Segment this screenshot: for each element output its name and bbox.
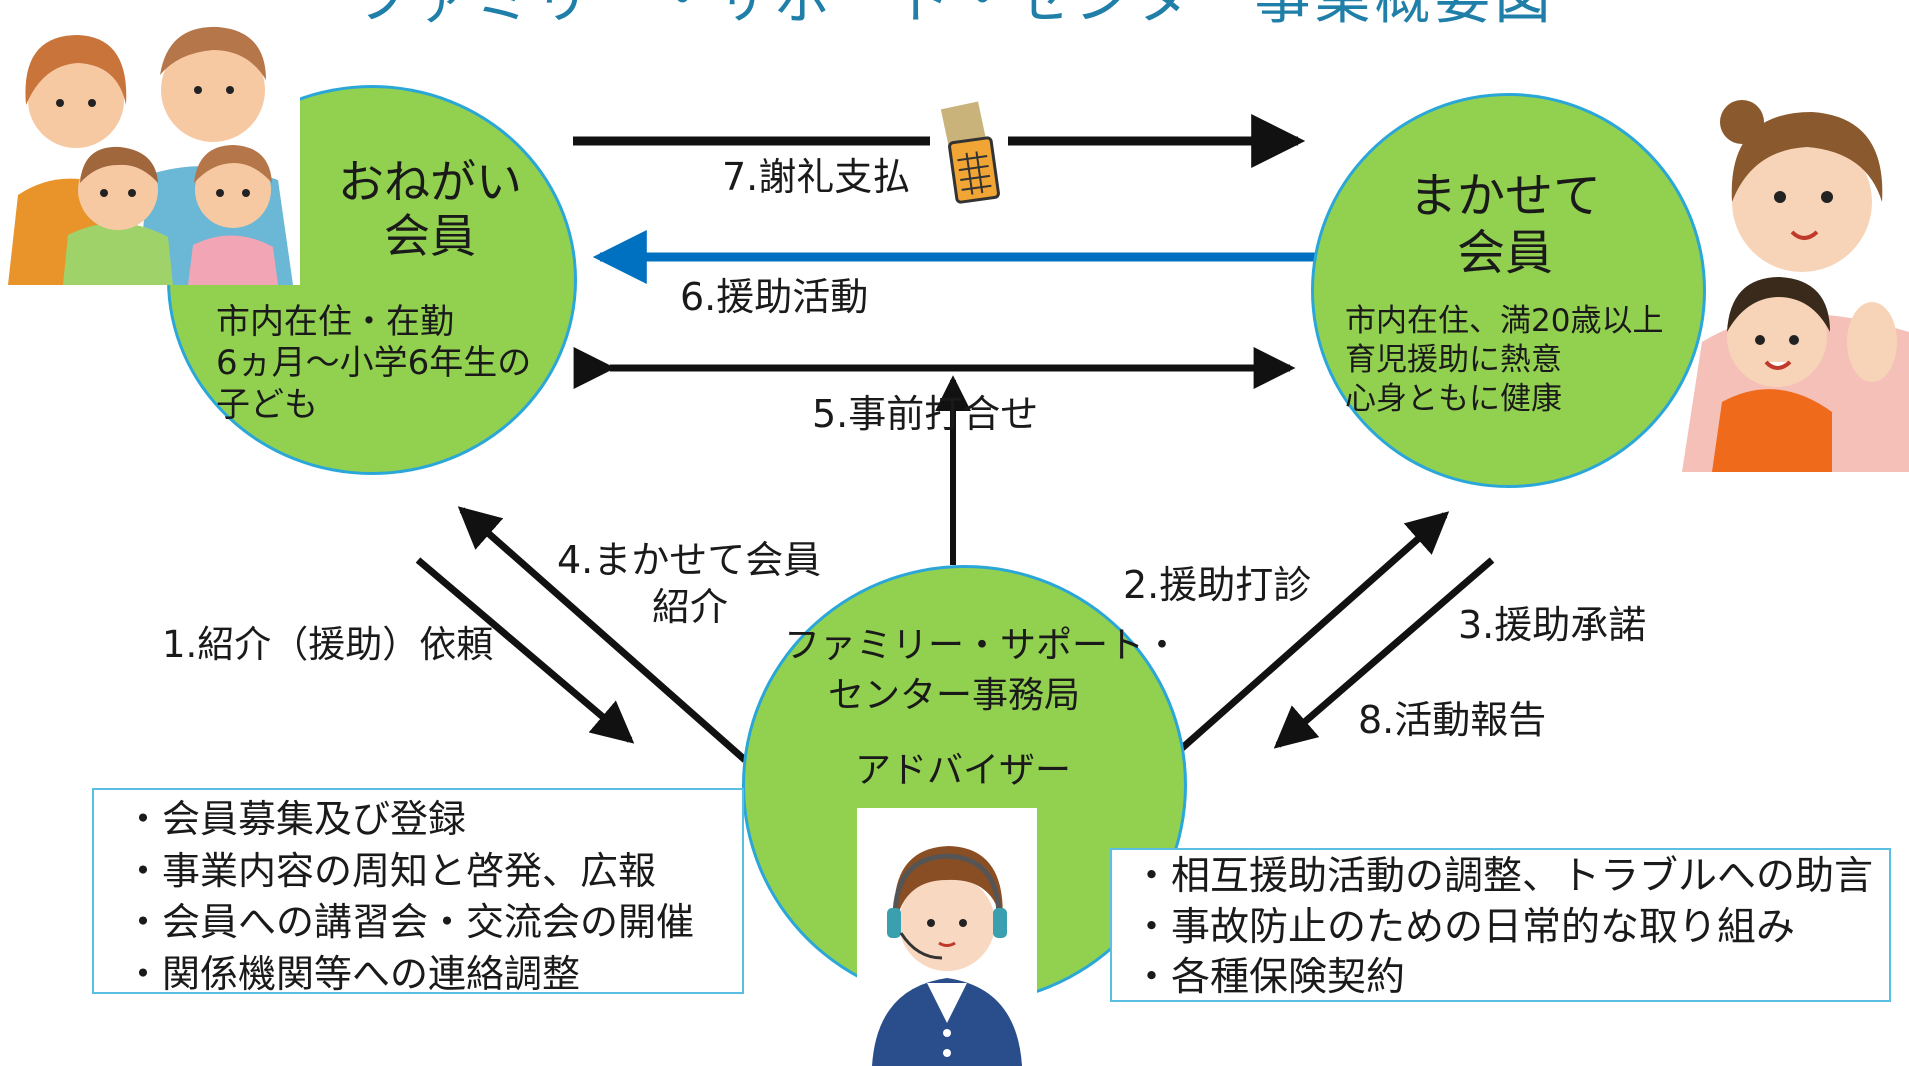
step-6-label: 6.援助活動	[680, 275, 869, 319]
step-1-label: 1.紹介（援助）依頼	[162, 623, 494, 666]
step-8-label: 8.活動報告	[1358, 698, 1547, 742]
requester-title: おねがい 会員	[330, 155, 530, 264]
page-title: ファミリー・サポート・センター事業概要図	[0, 0, 1909, 35]
arrow-inquiry	[1160, 511, 1450, 768]
office-line3: アドバイザー	[855, 750, 1072, 791]
arrow-introduce	[457, 506, 748, 763]
provider-desc: 市内在住、満20歳以上 育児援助に熱意 心身ともに健康	[1345, 302, 1663, 418]
provider-desc-line: 育児援助に熱意	[1345, 341, 1562, 378]
provider-title-line2: 会員	[1456, 224, 1553, 281]
office-duties-right: ・相互援助活動の調整、トラブルへの助言 ・事故防止のための日常的な取り組み ・各…	[1110, 848, 1891, 1002]
duty-item: ・事業内容の周知と啓発、広報	[124, 848, 657, 893]
mother-child-illustration	[1682, 100, 1909, 472]
provider-desc-line: 市内在住、満20歳以上	[1345, 303, 1664, 339]
step-5-label: 5.事前打合せ	[812, 392, 1039, 436]
money-envelope-icon	[940, 101, 1000, 204]
provider-desc-line: 心身ともに健康	[1345, 380, 1562, 417]
provider-circle	[1311, 93, 1706, 488]
duty-item: ・事故防止のための日常的な取り組み	[1132, 904, 1796, 950]
requester-title-line1: おねがい	[338, 155, 522, 209]
requester-desc: 市内在住・在勤 6ヵ月～小学6年生の 子ども	[216, 302, 531, 426]
duty-item: ・相互援助活動の調整、トラブルへの助言	[1132, 854, 1874, 899]
duty-item: ・関係機関等への連絡調整	[124, 952, 581, 997]
office-line2: センター事務局	[828, 675, 1081, 716]
step-2-label: 2.援助打診	[1123, 563, 1312, 607]
headset-operator-illustration	[857, 808, 1037, 1066]
arrow-request	[415, 557, 635, 744]
duty-item: ・会員への講習会・交流会の開催	[124, 900, 695, 945]
requester-desc-line: 子ども	[216, 384, 318, 425]
step-4-label-line1: 4.まかせて会員	[557, 538, 822, 582]
provider-title: まかせて 会員	[1405, 168, 1605, 281]
duty-item: ・各種保険契約	[1132, 955, 1406, 1001]
office-duties-left: ・会員募集及び登録 ・事業内容の周知と啓発、広報 ・会員への講習会・交流会の開催…	[92, 788, 744, 996]
office-line1: ファミリー・サポート・	[784, 625, 1181, 666]
duty-item: ・会員募集及び登録	[124, 797, 467, 841]
step-7-label: 7.謝礼支払	[722, 155, 911, 199]
requester-title-line2: 会員	[384, 209, 476, 264]
provider-title-line1: まかせて	[1408, 168, 1601, 224]
step-3-label: 3.援助承諾	[1458, 603, 1647, 647]
arrow-approval	[1273, 557, 1495, 749]
requester-desc-line: 6ヵ月～小学6年生の	[216, 343, 532, 384]
step-4-label-line2: 紹介	[652, 585, 729, 629]
family-illustration	[8, 5, 300, 285]
requester-desc-line: 市内在住・在勤	[216, 302, 454, 342]
